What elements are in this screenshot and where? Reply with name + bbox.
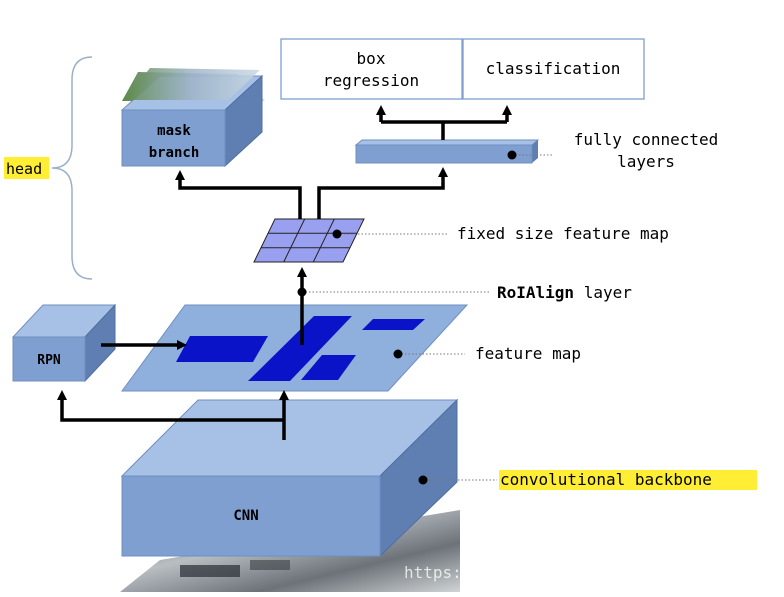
fully-connected-label-line1: fully connected: [574, 130, 719, 149]
mask-branch-label-line2: branch: [149, 145, 200, 161]
head-label: head: [6, 160, 42, 178]
rpn-box: [11, 303, 117, 383]
fully-connected-label-line2: layers: [617, 152, 675, 171]
roialign-rest: layer: [574, 283, 632, 302]
head-highlight: [4, 157, 49, 179]
box-regression-label-line2: regression: [323, 71, 419, 90]
roialign-bold: RoIAlign: [497, 283, 574, 302]
arrows: [57, 105, 512, 440]
fully-connected-layers-bar: [354, 139, 540, 164]
convolutional-backbone-label: convolutional backbone: [500, 470, 712, 489]
roialign-layer-label: RoIAlign layer: [497, 283, 632, 302]
box-regression-box: [280, 38, 463, 100]
rpn-label: RPN: [37, 353, 61, 368]
classification-box: [462, 38, 645, 100]
mask-branch-box: [120, 68, 265, 168]
fixed-size-feature-map: [253, 218, 365, 263]
cnn-label: CNN: [233, 508, 258, 524]
callouts: [297, 150, 553, 485]
roi-regions: [176, 316, 425, 381]
watermark: https://blog.csdn.net/weixin_40955254: [404, 563, 760, 582]
fixed-size-feature-map-label: fixed size feature map: [457, 224, 669, 243]
head-brace: [51, 56, 93, 280]
box-regression-label-line1: box: [357, 49, 386, 68]
mask-branch-label-line1: mask: [157, 123, 191, 139]
feature-map-label: feature map: [475, 344, 581, 363]
backbone-highlight: [499, 470, 757, 490]
classification-label: classification: [486, 59, 621, 78]
